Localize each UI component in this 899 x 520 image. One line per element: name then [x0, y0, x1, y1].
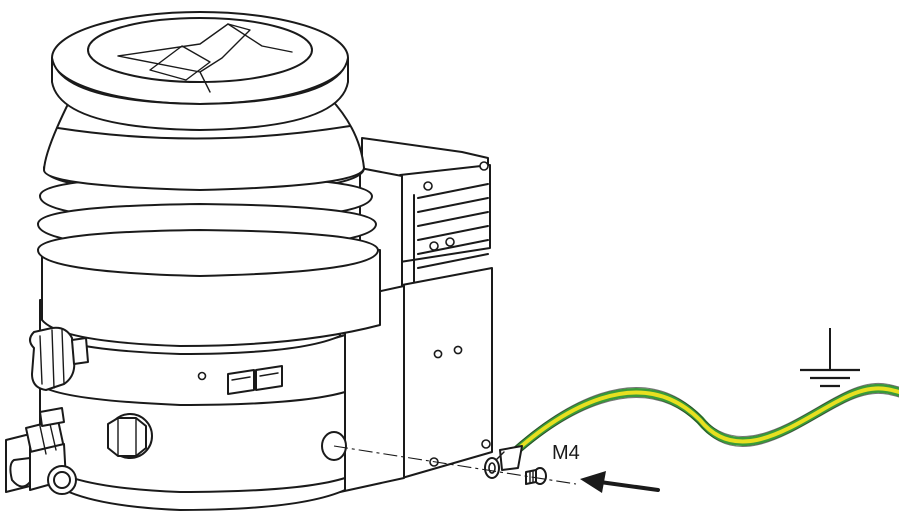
housing-screws [423, 161, 491, 467]
ground-wire [503, 382, 899, 464]
pump-body [37, 11, 381, 511]
vent-valve [5, 407, 77, 495]
ring-terminal [484, 445, 523, 479]
cooling-fins [413, 183, 489, 286]
vent-knob [29, 326, 89, 391]
m4-screw [525, 467, 547, 485]
indicator-hole [197, 371, 207, 381]
thread-size-label: M4 [552, 442, 580, 464]
sealing-plug [107, 413, 153, 459]
assembly-axis [333, 445, 577, 485]
connector-plugs [227, 365, 283, 395]
insertion-arrow [580, 471, 660, 493]
ground-symbol [800, 328, 860, 388]
inlet-flange [51, 11, 349, 131]
